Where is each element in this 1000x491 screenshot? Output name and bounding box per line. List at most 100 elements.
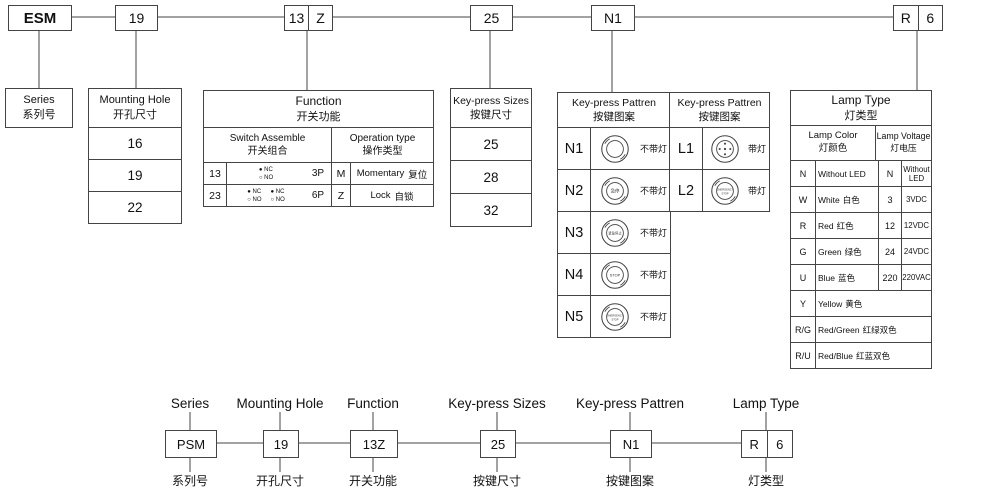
lamp-color-code: W (791, 187, 816, 212)
pattern-code: L1 (670, 128, 703, 169)
lamp-type-header: Lamp Type 灯类型 (791, 91, 931, 126)
lamp-color-code: G (791, 239, 816, 264)
pattern-row: N4 STOP 不带灯 (558, 253, 670, 295)
lamp-voltage-value: 12VDC (903, 221, 930, 230)
lamp-color-code: R/U (791, 343, 816, 368)
lamp-voltage-value: 3VDC (906, 195, 927, 204)
function-row: 23 ● NC○ NO ● NC○ NO 6P Z Lock 自锁 (204, 185, 433, 206)
operation-name-zh: 复位 (408, 169, 428, 181)
mounting-hole-title-zh: 开孔尺寸 (113, 109, 157, 121)
lamp-voltage-value: 24VDC (903, 247, 930, 256)
contact-diagram: ● NC○ NO (258, 166, 274, 181)
operation-type-zh: 操作类型 (362, 146, 403, 157)
pattern-code: N1 (558, 128, 591, 169)
switch-assemble-en: Switch Assemble (229, 132, 306, 144)
function-code-left: 13 (288, 10, 305, 26)
svg-text:STOP: STOP (722, 191, 729, 195)
bottom-zh-pattern: 按键图案 (605, 474, 654, 488)
pattern-table-l: Key-press Pattren 按键图案 L1 带灯 L2 EMERGENC… (669, 92, 770, 212)
bottom-zh-lamp: 灯类型 (747, 474, 784, 488)
code-segment-series: ESM (8, 5, 72, 31)
pattern-row: N5 EMERGENCY STOP 不带灯 (558, 295, 670, 337)
pattern-lamp-label: 不带灯 (639, 312, 667, 322)
estop-button-icon: 紧急停止 (601, 218, 630, 247)
pattern-lamp-label: 带灯 (747, 144, 766, 154)
pattern-row: N1 不带灯 (558, 128, 670, 169)
mounting-hole-header: Mounting Hole 开孔尺寸 (89, 89, 181, 128)
svg-text:急停: 急停 (611, 187, 620, 194)
pattern-code: N3 (558, 212, 591, 253)
pattern-row: N3 紧急停止 不带灯 (558, 211, 670, 253)
function-column-headers: Switch Assemble 开关组合 Operation type 操作类型 (204, 128, 433, 163)
mounting-hole-title-en: Mounting Hole (99, 94, 171, 107)
bottom-label-function: Function (347, 396, 399, 411)
contact-diagram: ● NC○ NO ● NC○ NO (247, 188, 285, 203)
code-segment-size: 25 (470, 5, 513, 31)
keypress-size-option: 25 (483, 136, 499, 152)
mounting-hole-option: 16 (127, 136, 143, 151)
estop-button-icon: STOP (601, 260, 630, 289)
pattern-row: L2 EMERGENCY STOP 带灯 (670, 169, 769, 211)
bottom-label-pattern: Key-press Pattren (575, 396, 685, 411)
operation-type-header: Operation type 操作类型 (332, 128, 433, 162)
lamp-color-header: Lamp Color 灯颜色 (791, 126, 876, 160)
operation-name-zh: 自锁 (394, 191, 414, 203)
example-code-pattern: N1 (610, 430, 652, 458)
function-code-right: Z (308, 6, 332, 30)
pattern-n-title-zh: 按键图案 (593, 111, 635, 123)
code-segment-function: 13 Z (284, 5, 333, 31)
example-code-size: 25 (480, 430, 516, 458)
operation-name-en: Momentary (356, 168, 405, 179)
lamp-column-headers: Lamp Color 灯颜色 Lamp Voltage 灯电压 (791, 126, 931, 161)
lamp-voltage-code: 24 (879, 239, 902, 264)
mounting-hole-option: 19 (89, 159, 181, 191)
keypress-size-option: 32 (451, 193, 531, 226)
pattern-lamp-label: 不带灯 (639, 228, 667, 238)
bottom-zh-function: 开关功能 (348, 474, 397, 488)
function-title-en: Function (295, 94, 342, 109)
bottom-zh-sizes: 按键尺寸 (472, 474, 521, 488)
series-label-zh: 系列号 (22, 109, 56, 121)
series-label-en: Series (23, 94, 55, 107)
svg-text:紧急停止: 紧急停止 (609, 230, 623, 235)
lamp-voltage-code: 220 (879, 265, 902, 290)
lamp-color-code: Y (791, 291, 816, 316)
lamp-voltage-value: Without LED (903, 164, 930, 183)
estop-button-icon: 急停 (601, 176, 630, 205)
svg-text:STOP: STOP (612, 317, 619, 321)
pattern-code: N4 (558, 254, 591, 295)
switch-assemble-header: Switch Assemble 开关组合 (204, 128, 332, 162)
lamp-voltage-code: 12 (879, 213, 902, 238)
example-code-function: 13Z (350, 430, 398, 458)
function-table: Function 开关功能 Switch Assemble 开关组合 Opera… (203, 90, 434, 207)
pattern-code: L2 (670, 170, 703, 211)
lamp-color-code: N (791, 161, 816, 186)
keypress-sizes-title-en: Key-press Sizes (453, 94, 529, 107)
keypress-sizes-title-zh: 按键尺寸 (470, 109, 512, 121)
lamp-voltage-en: Lamp Voltage (876, 131, 931, 142)
pattern-row: L1 带灯 (670, 128, 769, 169)
example-code-series: PSM (165, 430, 217, 458)
keypress-size-option: 28 (451, 160, 531, 193)
lamp-color-code: R/G (791, 317, 816, 342)
bottom-label-mounting: Mounting Hole (236, 396, 324, 411)
keypress-sizes-header: Key-press Sizes 按键尺寸 (451, 89, 531, 128)
keypress-sizes-table: Key-press Sizes 按键尺寸 25 28 32 (450, 88, 532, 227)
pattern-table-n: Key-press Pattren 按键图案 N1 不带灯 N2 急停 不带灯 … (557, 92, 671, 338)
pattern-l-title-zh: 按键图案 (698, 111, 741, 123)
lamp-type-title-en: Lamp Type (831, 93, 891, 108)
assemble-code: 23 (204, 185, 227, 206)
code-segment-pattern: N1 (591, 5, 635, 31)
pattern-code: N5 (558, 296, 591, 337)
pattern-l-header: Key-press Pattren 按键图案 (670, 93, 769, 128)
svg-text:EMERGENCY: EMERGENCY (607, 313, 624, 317)
pattern-n-header: Key-press Pattren 按键图案 (558, 93, 670, 128)
example-code-lamp: R 6 (741, 430, 793, 458)
bottom-label-sizes: Key-press Sizes (448, 396, 546, 411)
lamp-voltage-zh: 灯电压 (890, 143, 917, 153)
